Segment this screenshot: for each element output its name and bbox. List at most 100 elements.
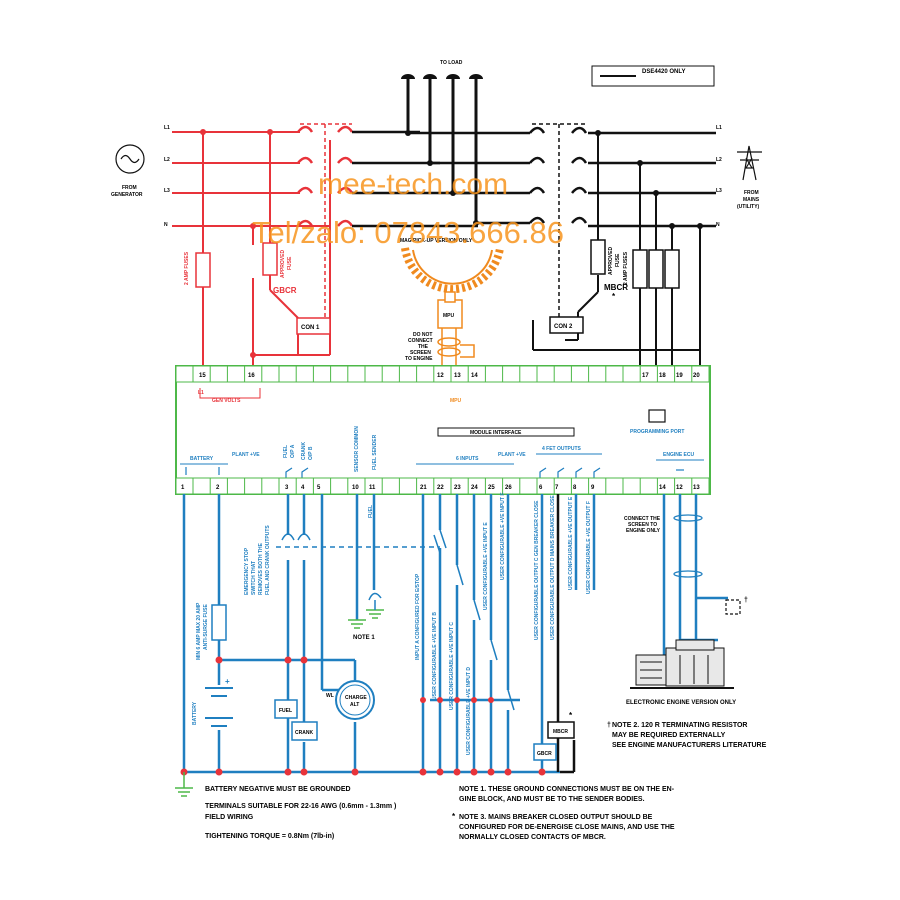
input-e-label: USER CONFIGURABLE +VE INPUT E (483, 522, 489, 610)
svg-text:L3: L3 (716, 188, 722, 194)
svg-text:TERMINALS SUITABLE FOR 22-16 A: TERMINALS SUITABLE FOR 22-16 AWG (0.6mm … (205, 803, 396, 810)
terminal-16: 16 (248, 373, 255, 379)
svg-text:MPU: MPU (443, 313, 455, 319)
svg-text:FUEL: FUEL (279, 708, 292, 714)
terminal-14-top: 14 (471, 373, 478, 379)
svg-text:ENGINE ONLY: ENGINE ONLY (626, 528, 661, 534)
battery-ground-icon (175, 772, 193, 797)
svg-text:GBCR: GBCR (537, 751, 552, 757)
terminal-17: 17 (642, 373, 649, 379)
flywheel-gear-icon (401, 247, 504, 294)
svg-text:GENERATOR: GENERATOR (111, 192, 143, 198)
terminal-20: 20 (693, 373, 700, 379)
battery-group-label: BATTERY (190, 456, 214, 462)
mag-pickup-label: MAG PICK-UP VERSION ONLY (400, 238, 473, 244)
svg-text:FUSE: FUSE (287, 256, 293, 270)
bottom-terminal-strip (175, 477, 711, 495)
terminal-bottom-11: 11 (369, 485, 376, 491)
svg-text:REMOVES BOTH THE: REMOVES BOTH THE (258, 542, 264, 595)
svg-text:FUSE: FUSE (615, 253, 621, 267)
gen-volts-label: GEN VOLTS (212, 398, 241, 404)
generator-contactor (297, 123, 354, 320)
fet-outputs-label: 4 FET OUTPUTS (542, 446, 582, 452)
svg-text:MPU: MPU (450, 398, 462, 404)
from-generator-label: FROM (122, 185, 137, 191)
fuel-solenoid-box (274, 699, 298, 719)
svg-text:CONNECT: CONNECT (408, 338, 433, 344)
svg-text:NOTE 1. THESE GROUND CONNECTIO: NOTE 1. THESE GROUND CONNECTIONS MUST BE… (459, 786, 675, 793)
mbcr-relay-box (547, 721, 575, 739)
svg-text:MAINS: MAINS (743, 197, 760, 203)
svg-text:†: † (607, 722, 611, 729)
load-terminals (401, 74, 483, 79)
svg-text:L1: L1 (198, 390, 204, 396)
terminal-12-top: 12 (437, 373, 444, 379)
svg-text:FUEL: FUEL (368, 505, 374, 518)
terminal-15: 15 (199, 373, 206, 379)
svg-text:BATTERY NEGATIVE MUST BE GROUN: BATTERY NEGATIVE MUST BE GROUNDED (205, 786, 351, 793)
svg-text:DO NOT: DO NOT (413, 332, 432, 338)
terminal-bottom-26: 26 (505, 485, 512, 491)
svg-text:MAY BE REQUIRED EXTERNALLY: MAY BE REQUIRED EXTERNALLY (612, 732, 726, 739)
input-b-label: USER CONFIGURABLE +VE INPUT B (432, 612, 438, 700)
svg-text:NOTE 3. MAINS BREAKER CLOSED O: NOTE 3. MAINS BREAKER CLOSED OUTPUT SHOU… (459, 814, 653, 821)
terminal-bottom-4: 4 (301, 485, 305, 491)
input-d-label: USER CONFIGURABLE +VE INPUT D (466, 667, 472, 755)
output-f-label: USER CONFIGURABLE +VE OUTPUT F (586, 501, 592, 594)
svg-text:N: N (716, 222, 720, 228)
terminal-19: 19 (676, 373, 683, 379)
terminal-bottom-23: 23 (454, 485, 461, 491)
generator-source-icon (115, 144, 145, 174)
battery-icon (205, 687, 233, 727)
svg-text:THE: THE (418, 344, 429, 350)
svg-text:L2: L2 (164, 157, 170, 163)
from-mains-label: FROM (744, 190, 759, 196)
svg-text:CRANK: CRANK (295, 730, 313, 736)
terminal-bottom-5: 5 (317, 485, 321, 491)
svg-text:TIGHTENING TORQUE = 0.8Nm (7lb: TIGHTENING TORQUE = 0.8Nm (7lb-in) (205, 833, 334, 840)
gbcr-relay-box (533, 743, 557, 761)
fuse-mains-l3 (664, 249, 680, 289)
input-c-label: USER CONFIGURABLE +VE INPUT C (449, 622, 455, 710)
fuse-left-label: 2 AMP FUSES (184, 251, 190, 285)
svg-text:APPROVED: APPROVED (280, 250, 286, 278)
terminal-bottom-8: 8 (573, 485, 577, 491)
connect-screen-note: CONNECT THE (624, 516, 661, 522)
fuse-gen-l1 (195, 252, 211, 288)
battery-label: BATTERY (192, 701, 198, 725)
gbcr-label: GBCR (273, 286, 297, 295)
output-e-label: USER CONFIGURABLE +VE OUTPUT E (568, 496, 574, 590)
svg-text:NORMALLY CLOSED CONTACTS OF MB: NORMALLY CLOSED CONTACTS OF MBCR. (459, 834, 606, 841)
estop-label-1: EMERGENCY STOP (244, 547, 250, 595)
dse4420-legend (591, 65, 715, 87)
note1-ref: NOTE 1 (353, 635, 375, 641)
terminal-bottom-3: 3 (285, 485, 289, 491)
input-a-label: INPUT A CONFIGURED FOR E/STOP (415, 573, 421, 660)
svg-text:ALT: ALT (350, 702, 359, 708)
svg-text:APPROVED: APPROVED (608, 247, 614, 275)
svg-text:SCREEN TO: SCREEN TO (628, 522, 657, 528)
module-interface-bar (437, 427, 575, 437)
svg-text:MIN 6 AMP MAX 20 AMP: MIN 6 AMP MAX 20 AMP (196, 602, 202, 660)
generator-phase-labels: L1 L2 L3 N (164, 125, 170, 228)
crank-relay-box (291, 721, 318, 741)
svg-text:TO ENGINE: TO ENGINE (405, 356, 433, 362)
emergency-stop-switch (276, 533, 441, 554)
input-f-label: USER CONFIGURABLE +VE INPUT F (500, 493, 506, 580)
mbcr-label: MBCR (604, 283, 628, 292)
svg-text:FIELD WIRING: FIELD WIRING (205, 814, 254, 821)
svg-text:*: * (612, 292, 616, 301)
terminal-bottom-12: 12 (676, 485, 683, 491)
svg-text:CONFIGURED FOR DE-ENERGISE CLO: CONFIGURED FOR DE-ENERGISE CLOSE MAINS, … (459, 824, 675, 831)
con1-coil (296, 317, 331, 335)
svg-text:*: * (452, 812, 456, 821)
dse4420-note: DSE4420 ONLY (642, 69, 685, 75)
svg-text:FUEL AND CRANK OUTPUTS: FUEL AND CRANK OUTPUTS (265, 525, 271, 595)
svg-text:CON 1: CON 1 (301, 325, 320, 331)
fuse-approved-mains (590, 239, 606, 275)
note2: † NOTE 2. 120 R TERMINATING RESISTOR MAY… (607, 722, 767, 749)
svg-text:L3: L3 (164, 188, 170, 194)
watermark-site: mee-tech.com (318, 168, 508, 201)
fuse-approved-gen (262, 242, 278, 276)
